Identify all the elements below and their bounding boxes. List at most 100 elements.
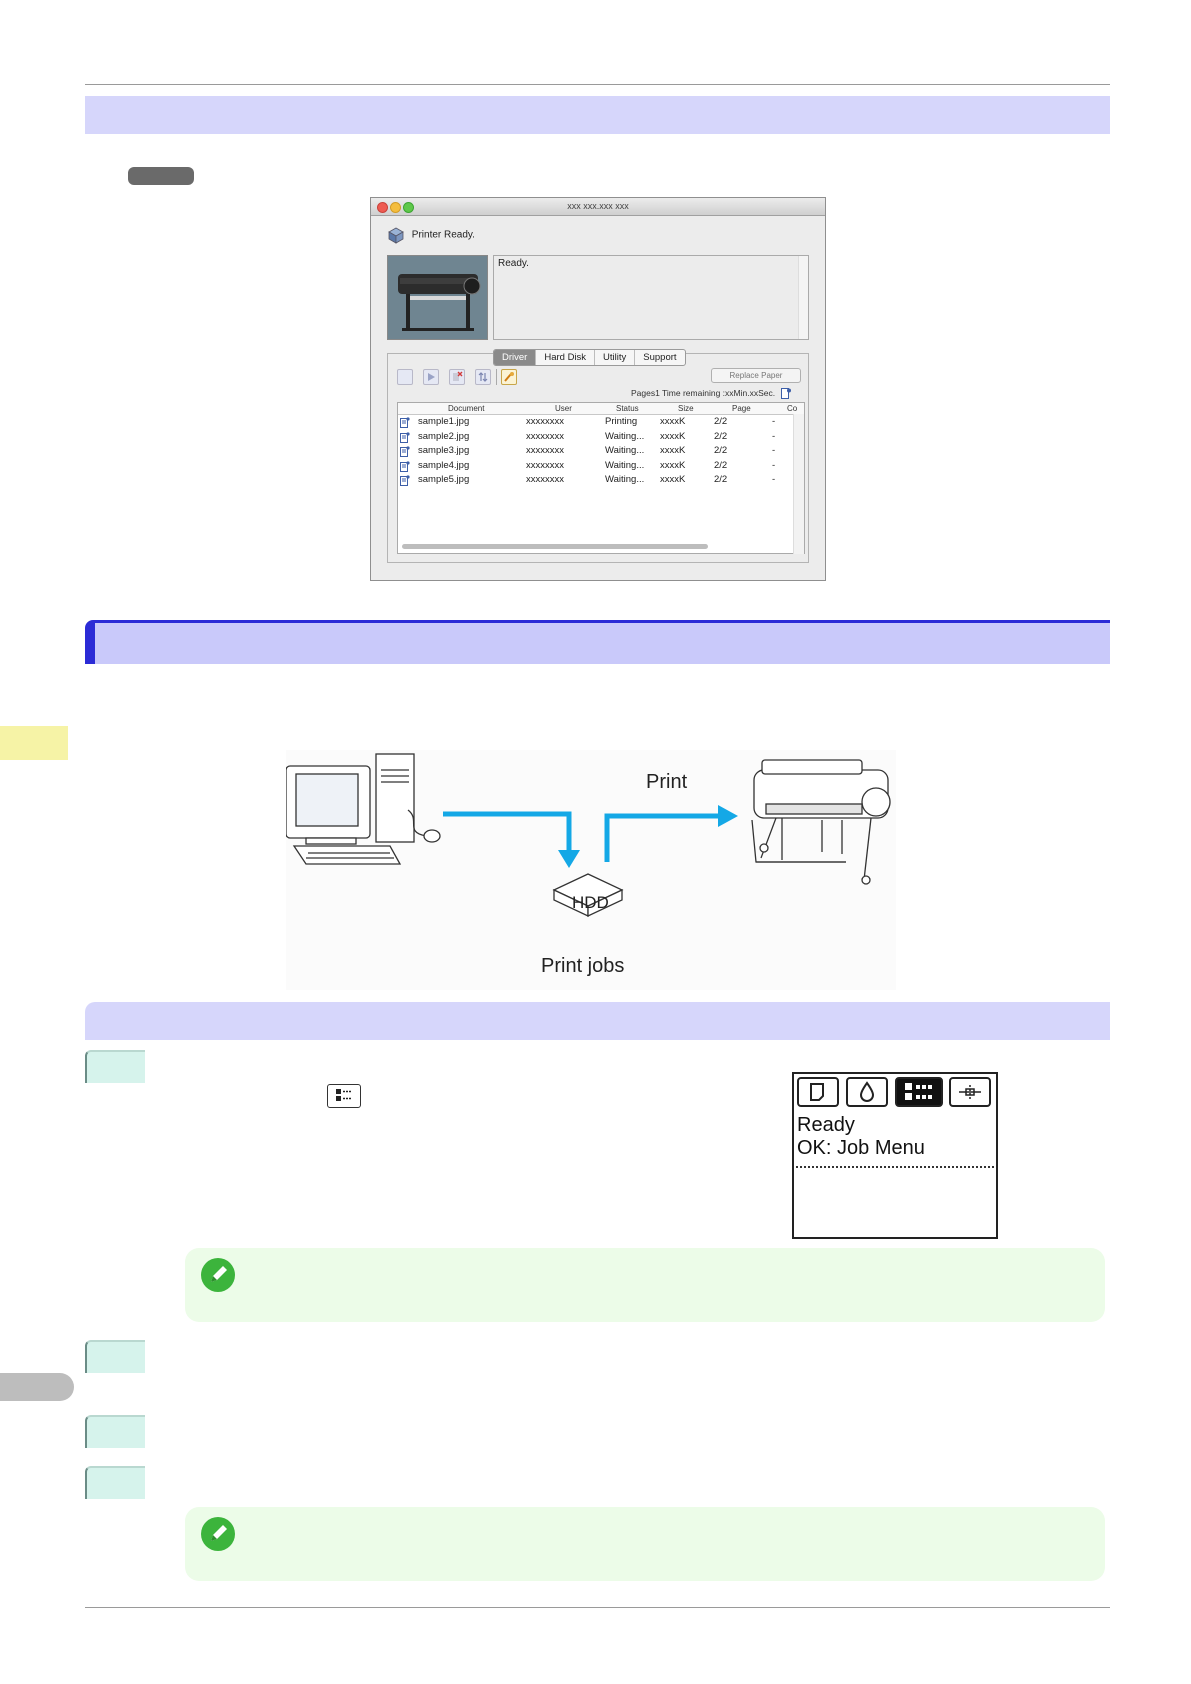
job-size: xxxxK <box>660 430 686 442</box>
job-copies: - <box>772 430 776 442</box>
job-user: xxxxxxxx <box>526 445 564 456</box>
printer-status-icon <box>387 226 405 244</box>
job-size: xxxxK <box>660 445 686 456</box>
time-remaining: Pages1 Time remaining :xxMin.xxSec. <box>631 388 792 400</box>
chapter-side-tab <box>0 726 68 760</box>
job-page: 2/2 <box>714 445 728 456</box>
procedure-heading-band <box>85 1002 1110 1040</box>
bottom-rule <box>85 1607 1110 1608</box>
job-copies: - <box>772 459 776 471</box>
job-user: xxxxxxxx <box>526 430 564 442</box>
job-table: Document User Status Size Page Co sample… <box>397 402 805 554</box>
print-jobs-label: Print jobs <box>541 955 625 977</box>
document-icon <box>400 475 410 486</box>
job-document: sample4.jpg <box>418 459 470 471</box>
table-vertical-scrollbar[interactable] <box>793 414 804 554</box>
printer-status-window: xxx xxx.xxx xxx Printer Ready. Ready. Dr… <box>370 197 826 581</box>
document-icon <box>400 431 410 443</box>
job-settings-icon[interactable] <box>501 369 517 385</box>
cancel-job-icon[interactable] <box>449 369 465 385</box>
job-user: xxxxxxxx <box>526 474 564 485</box>
print-label: Print <box>646 771 688 793</box>
close-button[interactable] <box>377 202 388 213</box>
column-status[interactable]: Status <box>616 404 639 413</box>
job-info-icon[interactable] <box>781 388 792 400</box>
step-badge-4 <box>85 1466 145 1499</box>
minimize-button[interactable] <box>390 202 401 213</box>
table-header: Document User Status Size Page Co <box>398 403 804 415</box>
job-page: 2/2 <box>714 416 728 427</box>
status-message: Ready. <box>498 258 529 269</box>
toolbar-divider <box>496 369 497 385</box>
resume-job-icon[interactable] <box>423 369 439 385</box>
control-panel-display: Ready OK: Job Menu <box>792 1072 998 1239</box>
job-page: 2/2 <box>714 430 728 442</box>
tab-driver[interactable]: Driver <box>494 350 537 365</box>
printer-photo <box>387 255 488 340</box>
note-box-2 <box>185 1507 1105 1581</box>
job-copies: - <box>772 416 776 427</box>
tab-hard-disk[interactable]: Hard Disk <box>536 350 596 365</box>
job-tab-icon <box>895 1077 943 1107</box>
step-badge-3 <box>85 1415 145 1448</box>
paper-tab-icon <box>797 1077 839 1107</box>
computer-icon <box>286 753 441 865</box>
job-size: xxxxK <box>660 416 686 427</box>
delete-job-icon[interactable] <box>397 369 413 385</box>
column-copies[interactable]: Co <box>787 404 798 413</box>
job-status: Waiting... <box>605 445 645 456</box>
job-document: sample2.jpg <box>418 430 470 442</box>
time-remaining-text: Pages1 Time remaining :xxMin.xxSec. <box>631 388 776 398</box>
top-rule <box>85 84 1110 85</box>
note-pencil-icon <box>201 1258 235 1292</box>
status-row: Printer Ready. <box>387 226 475 244</box>
tab-utility[interactable]: Utility <box>595 350 636 365</box>
hdd-flow-diagram: Print HDD Print jobs <box>286 750 896 990</box>
note-pencil-icon <box>201 1517 235 1551</box>
window-title: xxx xxx.xxx xxx <box>567 201 629 211</box>
settings-tab-icon <box>949 1077 991 1107</box>
os-badge <box>128 167 194 185</box>
job-status: Waiting... <box>605 474 645 485</box>
lcd-line-2: OK: Job Menu <box>797 1137 925 1159</box>
job-menu-button-icon <box>327 1084 361 1108</box>
replace-paper-button[interactable]: Replace Paper <box>711 368 801 383</box>
arrow-to-hdd <box>443 811 572 852</box>
document-icon <box>400 446 410 457</box>
zoom-button[interactable] <box>403 202 414 213</box>
page-index-tab <box>0 1373 74 1401</box>
lcd-separator <box>796 1166 994 1168</box>
message-scrollbar[interactable] <box>798 256 808 339</box>
window-titlebar: xxx xxx.xxx xxx <box>371 198 825 216</box>
note-box-1 <box>185 1248 1105 1322</box>
job-size: xxxxK <box>660 474 686 485</box>
status-message-box: Ready. <box>493 255 809 340</box>
hdd-box-icon <box>552 873 624 918</box>
column-user[interactable]: User <box>555 404 572 413</box>
hdd-label: HDD <box>572 893 609 912</box>
ink-tab-icon <box>846 1077 888 1107</box>
column-size[interactable]: Size <box>678 404 694 413</box>
table-horizontal-scrollbar[interactable] <box>402 544 708 549</box>
tab-support[interactable]: Support <box>643 352 677 363</box>
section-heading-accent-band <box>85 620 1110 664</box>
step-badge-1 <box>85 1050 145 1083</box>
job-page: 2/2 <box>714 474 728 485</box>
move-job-icon[interactable] <box>475 369 491 385</box>
job-user: xxxxxxxx <box>526 459 564 471</box>
column-document[interactable]: Document <box>448 404 485 413</box>
section-heading-band <box>85 96 1110 134</box>
lcd-line-1: Ready <box>797 1114 855 1136</box>
column-page[interactable]: Page <box>732 404 751 413</box>
arrow-head-right <box>718 805 738 827</box>
job-document: sample1.jpg <box>418 416 470 427</box>
job-status: Printing <box>605 416 638 427</box>
job-copies: - <box>772 445 776 456</box>
arrow-to-printer <box>604 813 720 862</box>
document-icon <box>400 460 410 472</box>
